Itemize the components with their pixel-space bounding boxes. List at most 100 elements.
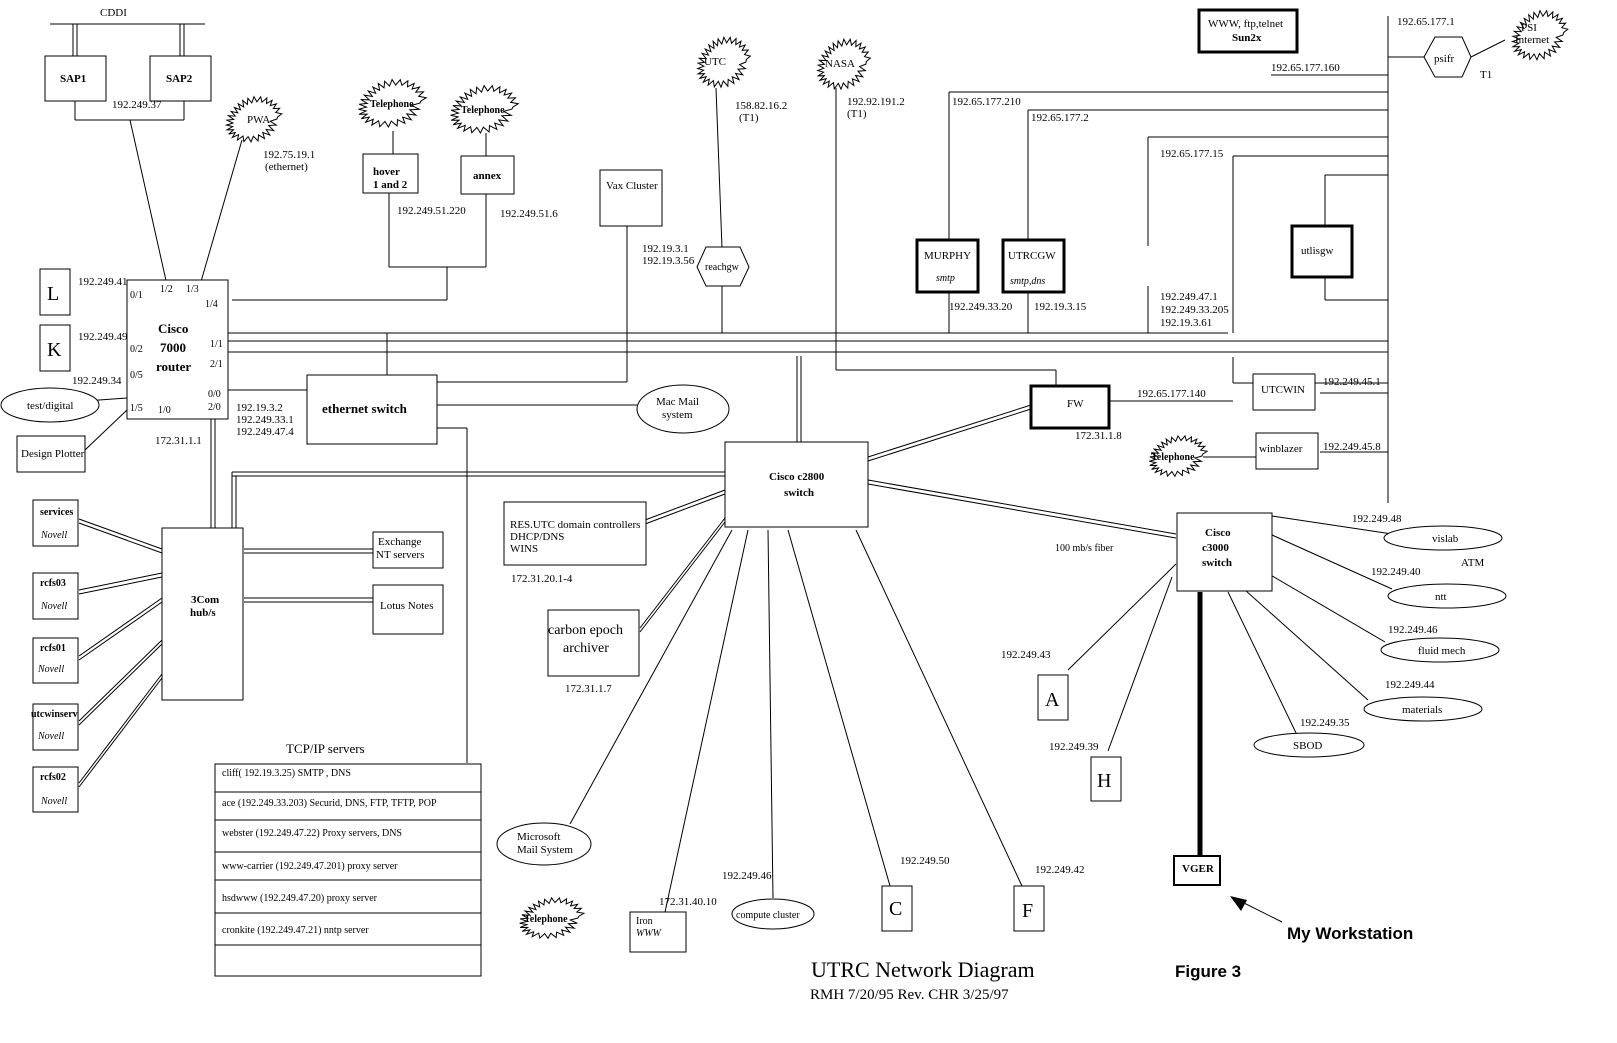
port-0-5: 0/5 xyxy=(130,370,143,381)
sbod-node[interactable]: SBOD xyxy=(1293,740,1322,752)
tcpip-row-5[interactable]: cronkite (192.249.47.21) nntp server xyxy=(222,925,369,936)
novell-name-1[interactable]: rcfs03 xyxy=(40,578,66,589)
res-line1[interactable]: RES.UTC domain controllers xyxy=(510,519,640,531)
novell-name-2[interactable]: rcfs01 xyxy=(40,643,66,654)
nasa-starburst xyxy=(816,37,872,91)
port-1-1: 1/1 xyxy=(210,339,223,350)
utcwin-ip: 192.249.45.1 xyxy=(1323,376,1381,388)
materials-node[interactable]: materials xyxy=(1402,704,1442,716)
router-line2: 7000 xyxy=(160,340,186,355)
telephone-label-fw: Telephone xyxy=(1151,452,1195,463)
port-1-2: 1/2 xyxy=(160,284,173,295)
c-node[interactable]: C xyxy=(889,898,902,920)
port-1-5: 1/5 xyxy=(130,403,143,414)
winblazer-box[interactable]: winblazer xyxy=(1259,443,1303,455)
fw-box[interactable]: FW xyxy=(1067,398,1084,410)
f-ip: 192.249.42 xyxy=(1035,864,1085,876)
utlisgw-ip-2: 192.249.33.205 xyxy=(1160,304,1229,316)
psifr-label[interactable]: psifr xyxy=(1434,53,1455,65)
t1-label: T1 xyxy=(1480,69,1492,81)
vax-ip-1: 192.19.3.1 xyxy=(642,243,689,255)
hover-ip: 192.249.51.220 xyxy=(397,205,466,217)
exchange-line1[interactable]: Exchange xyxy=(378,536,421,548)
utlisgw-ip-1: 192.249.47.1 xyxy=(1160,291,1218,303)
novell-name-0[interactable]: services xyxy=(40,507,73,518)
mac-mail-line1[interactable]: Mac Mail xyxy=(656,396,699,408)
utlisgw-box[interactable]: utlisgw xyxy=(1301,245,1333,257)
h-ip: 192.249.39 xyxy=(1049,741,1099,753)
port-1-3: 1/3 xyxy=(186,284,199,295)
vax-cluster-box[interactable]: Vax Cluster xyxy=(606,180,658,192)
annex-ip: 192.249.51.6 xyxy=(500,208,558,220)
novell-sub-3: Novell xyxy=(37,731,64,742)
c3000-line1[interactable]: Cisco xyxy=(1205,527,1231,539)
tcpip-row-2[interactable]: webster (192.249.47.22) Proxy servers, D… xyxy=(222,828,402,839)
sbod-ip: 192.249.35 xyxy=(1300,717,1350,729)
utcwin-box[interactable]: UTCWIN xyxy=(1261,384,1305,396)
sap2-box[interactable]: SAP2 xyxy=(166,73,193,85)
pwa-ip: 192.75.19.1 xyxy=(263,149,315,161)
novell-name-4[interactable]: rcfs02 xyxy=(40,772,66,783)
tcpip-title: TCP/IP servers xyxy=(286,741,365,756)
ethernet-switch-box[interactable]: ethernet switch xyxy=(322,401,408,416)
l-node[interactable]: L xyxy=(47,283,59,305)
k-node[interactable]: K xyxy=(47,339,62,361)
test-digital-node[interactable]: test/digital xyxy=(27,400,73,412)
nasa-ip: 192.92.191.2 xyxy=(847,96,905,108)
utc-starburst xyxy=(696,35,752,89)
utlisgw-ip-3: 192.19.3.61 xyxy=(1160,317,1212,329)
pwa-starburst xyxy=(224,95,283,144)
telephone-starburst-ms xyxy=(519,896,586,940)
iron-ip: 172.31.40.10 xyxy=(659,896,717,908)
f-node[interactable]: F xyxy=(1022,900,1033,922)
ip-l: 192.249.41 xyxy=(78,276,128,288)
ip-177-2: 192.65.177.2 xyxy=(1031,112,1089,124)
ntt-ip: 192.249.40 xyxy=(1371,566,1421,578)
mac-mail-line2: system xyxy=(662,409,693,421)
res-ip: 172.31.20.1-4 xyxy=(511,573,573,585)
novell-name-3[interactable]: utcwinserv xyxy=(31,709,78,720)
ms-mail-line2: Mail System xyxy=(517,844,573,856)
telephone-label-2: Telephone xyxy=(461,105,505,116)
sap1-box[interactable]: SAP1 xyxy=(60,73,86,85)
design-plotter-box[interactable]: Design Plotter xyxy=(21,448,85,460)
port-0-1: 0/1 xyxy=(130,290,143,301)
reachgw-label[interactable]: reachgw xyxy=(705,262,740,273)
hover-box-line1[interactable]: hover xyxy=(373,166,400,178)
tcpip-row-1[interactable]: ace (192.249.33.203) Securid, DNS, FTP, … xyxy=(222,798,437,809)
tcpip-row-4[interactable]: hsdwww (192.249.47.20) proxy server xyxy=(222,893,378,904)
annex-box[interactable]: annex xyxy=(473,170,502,182)
router-ip-bottom: 172.31.1.1 xyxy=(155,435,202,447)
hub-line1[interactable]: 3Com xyxy=(191,594,219,606)
c-ip: 192.249.50 xyxy=(900,855,950,867)
ms-mail-line1[interactable]: Microsoft xyxy=(517,831,560,843)
a-node[interactable]: A xyxy=(1045,689,1060,711)
router-ip-a: 192.19.3.2 xyxy=(236,402,283,414)
lotus-notes-box[interactable]: Lotus Notes xyxy=(380,600,433,612)
murphy-box[interactable]: MURPHY xyxy=(924,250,971,262)
vislab-node[interactable]: vislab xyxy=(1432,533,1459,545)
hub-line2: hub/s xyxy=(190,607,216,619)
iron-line1[interactable]: Iron xyxy=(636,916,653,927)
novell-sub-1: Novell xyxy=(40,601,67,612)
www-box-line1[interactable]: WWW, ftp,telnet xyxy=(1208,18,1283,30)
ntt-node[interactable]: ntt xyxy=(1435,591,1447,603)
h-node[interactable]: H xyxy=(1097,770,1111,792)
vger-box[interactable]: VGER xyxy=(1182,863,1215,875)
router-line1[interactable]: Cisco xyxy=(158,321,188,336)
router-line3: router xyxy=(156,359,191,374)
tcpip-row-3[interactable]: www-carrier (192.249.47.201) proxy serve… xyxy=(222,861,398,872)
utrcgw-box[interactable]: UTRCGW xyxy=(1008,250,1056,262)
compute-cluster[interactable]: compute cluster xyxy=(736,910,800,921)
c2800-line2: switch xyxy=(784,487,814,499)
c2800-line1[interactable]: Cisco c2800 xyxy=(769,471,825,483)
nasa-label: NASA xyxy=(825,58,855,70)
ms-telephone-label: Telephone xyxy=(524,914,568,925)
tcpip-row-0[interactable]: cliff( 192.19.3.25) SMTP , DNS xyxy=(222,768,351,779)
pwa-ip-type: (ethernet) xyxy=(265,161,308,173)
ip-k: 192.249.49 xyxy=(78,331,128,343)
winblazer-ip: 192.249.45.8 xyxy=(1323,441,1381,453)
fluid-mech-node[interactable]: fluid mech xyxy=(1418,645,1466,657)
carbon-line1[interactable]: carbon epoch xyxy=(548,623,623,638)
sap-ip: 192.249.37 xyxy=(112,99,162,111)
